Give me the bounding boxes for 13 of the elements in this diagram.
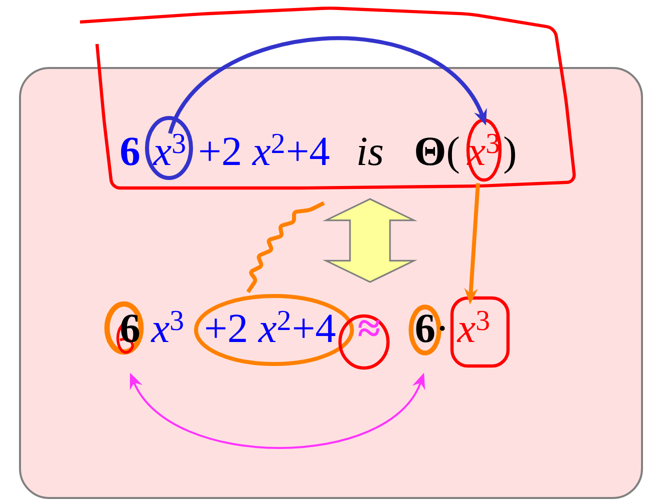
formula-term: Θ(	[416, 136, 459, 174]
formula-term: x$^{3}$	[456, 310, 489, 342]
curved-arrow	[168, 36, 487, 134]
formula-term: x$^{3}$	[152, 134, 185, 165]
formula-term: +2 x$^{2}$+4	[200, 134, 330, 165]
formula-term: )	[504, 136, 516, 174]
double-arrow	[322, 198, 418, 283]
formula-term: +2 x$^{2}$+4	[206, 310, 336, 342]
formula-term: x$^{3}$	[150, 310, 183, 342]
formula-term: is	[358, 138, 383, 166]
formula-term: 6	[121, 138, 140, 166]
slide-panel	[19, 67, 643, 499]
formula-term: ≈	[358, 320, 380, 336]
